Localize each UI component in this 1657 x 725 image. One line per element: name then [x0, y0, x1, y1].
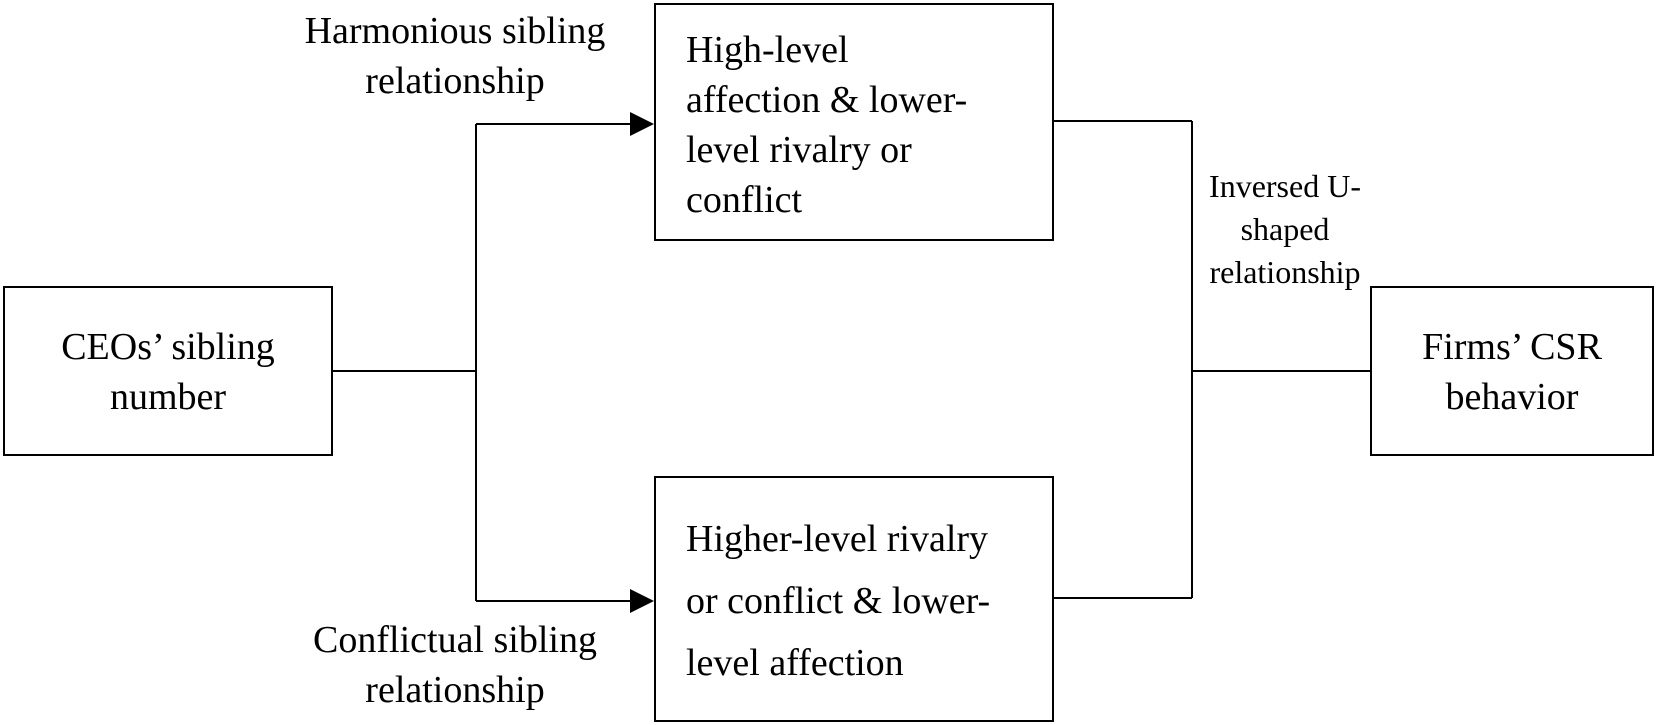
node-high-affection: High-level affection & lower- level riva… — [654, 3, 1054, 241]
node-high-rivalry-text: Higher-level rivalry or conflict & lower… — [686, 518, 991, 684]
arrowhead-top — [630, 112, 654, 136]
edge-label-conflictual: Conflictual sibling relationship — [313, 619, 597, 711]
node-csr-behavior: Firms’ CSR behavior — [1370, 286, 1654, 456]
node-ceo-sibling-number: CEOs’ sibling number — [3, 286, 333, 456]
node-ceo-sibling-number-text: CEOs’ sibling number — [61, 326, 275, 418]
node-csr-behavior-text: Firms’ CSR behavior — [1422, 326, 1602, 418]
node-high-affection-text: High-level affection & lower- level riva… — [686, 29, 968, 221]
arrowhead-bottom — [630, 589, 654, 613]
node-high-rivalry: Higher-level rivalry or conflict & lower… — [654, 476, 1054, 722]
edge-label-harmonious: Harmonious sibling relationship — [304, 10, 606, 102]
edge-label-inversed-u: Inversed U- shaped relationship — [1209, 168, 1361, 290]
